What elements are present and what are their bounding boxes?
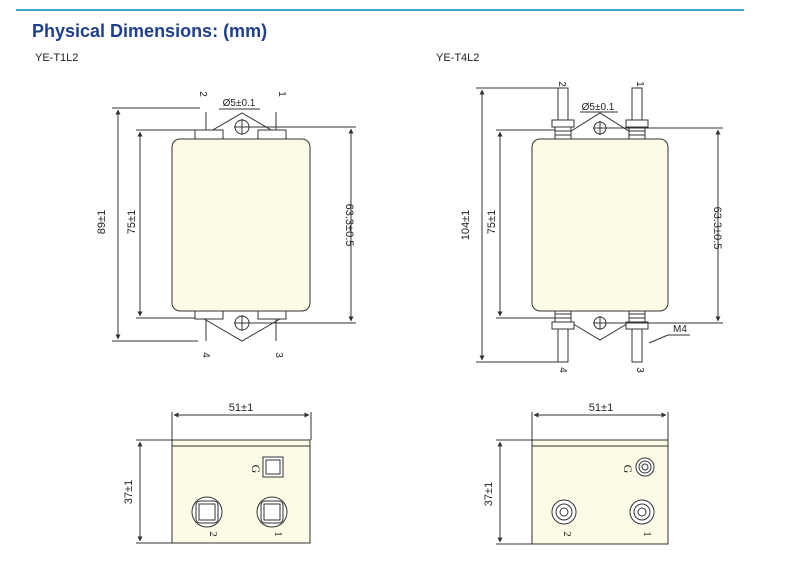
page-title: Physical Dimensions: (mm) — [32, 21, 268, 41]
t1-terminal-2-label: 2 — [207, 531, 219, 537]
t4-width-label: 51±1 — [589, 402, 613, 414]
t1-pin-1-label: 1 — [276, 91, 287, 97]
t4-top-flange — [559, 112, 641, 139]
t4-stud-3-bottom — [631, 328, 643, 363]
t1-side-view — [136, 412, 312, 544]
t4-pin-2-label: 2 — [556, 81, 567, 87]
t1-side-body — [171, 439, 311, 544]
t1-terminal-1-label: 1 — [272, 531, 284, 537]
t4-terminal-2-label: 2 — [561, 531, 573, 537]
t4-height-body-label: 75±1 — [486, 210, 498, 234]
t4-side-body — [531, 439, 669, 545]
t1-hole-label: Ø5±0.1 — [223, 98, 256, 109]
t1-bottom-flange — [198, 315, 286, 342]
t4-thread-label: M4 — [673, 324, 687, 335]
t4-terminal-1-label: 1 — [641, 531, 653, 537]
t4-pin-3-label: 3 — [634, 367, 645, 373]
t1-width-label: 51±1 — [229, 402, 253, 414]
t4-height-total-label: 104±1 — [460, 210, 472, 241]
model-label-t1: YE-T1L2 — [35, 52, 79, 64]
t4-stud-4-bottom — [557, 328, 569, 363]
t1-front-view — [112, 107, 356, 342]
t1-mount-spacing-label: 63.3±0.5 — [343, 204, 355, 247]
t4-hole-label: Ø5±0.1 — [582, 102, 615, 113]
t4-front-view — [476, 87, 723, 363]
header-rule — [16, 9, 744, 11]
model-label-t4: YE-T4L2 — [436, 52, 480, 64]
t1-body — [171, 138, 311, 312]
t4-thread-leader — [648, 334, 669, 344]
t4-ground-label: G — [621, 465, 635, 474]
t1-pin-2-label: 2 — [197, 91, 208, 97]
t1-depth-label: 37±1 — [123, 480, 135, 504]
t4-stud-2-top — [557, 87, 569, 121]
t1-ground-terminal — [262, 456, 284, 478]
t4-body — [531, 138, 669, 312]
t1-height-total-label: 89±1 — [96, 210, 108, 234]
t1-pin-3-label: 3 — [273, 352, 284, 358]
t4-stud-1-top — [631, 87, 643, 121]
t4-pin-4-label: 4 — [557, 367, 568, 373]
t1-pin-4-label: 4 — [200, 352, 211, 358]
t1-height-body-label: 75±1 — [126, 210, 138, 234]
t4-pin-1-label: 1 — [634, 81, 645, 87]
t4-side-view — [496, 412, 669, 545]
t4-depth-label: 37±1 — [483, 482, 495, 506]
t1-ground-label: G — [249, 465, 263, 474]
t4-mount-spacing-label: 63.3±0.5 — [711, 207, 723, 250]
